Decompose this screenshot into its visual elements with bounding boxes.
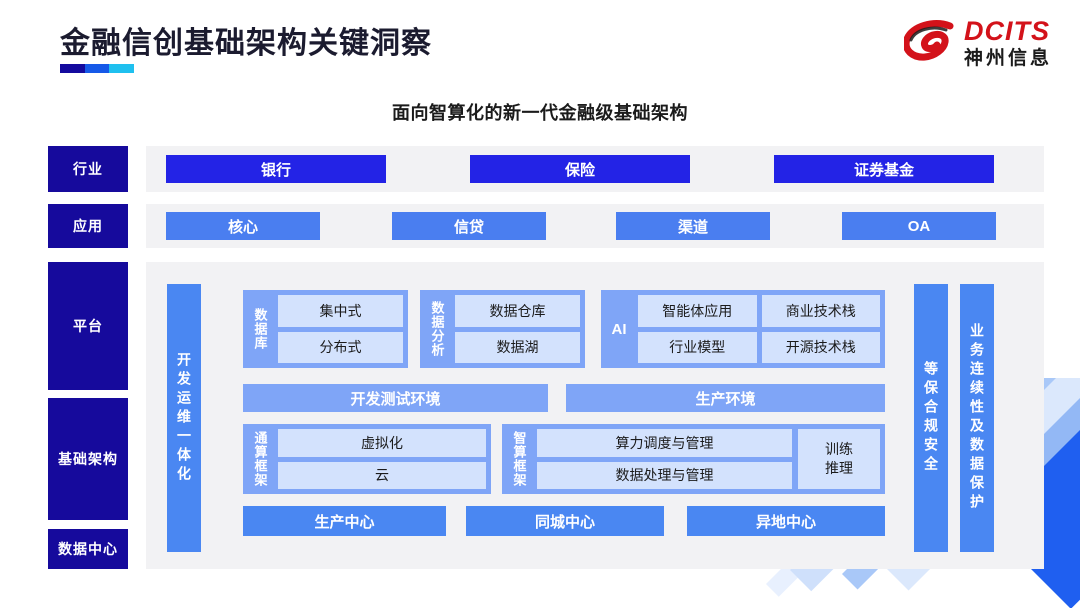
page-title: 金融信创基础架构关键洞察 [60, 27, 432, 60]
dcits-swoosh-icon [902, 19, 956, 67]
brand-text: DCITS 神州信息 [963, 16, 1052, 69]
vertical-bar-compliance-security: 等保合规安全 [914, 284, 948, 552]
data-analysis-item-lake[interactable]: 数据湖 [455, 331, 580, 363]
title-accent-bar [60, 64, 135, 73]
vertical-bar-business-continuity: 业务连续性及数据保护 [960, 284, 994, 552]
data-analysis-item-warehouse[interactable]: 数据仓库 [455, 295, 580, 327]
environment-dev-test[interactable]: 开发测试环境 [243, 384, 548, 412]
group-label-smart-compute: 智算框架 [511, 431, 527, 487]
group-ai: AI 智能体应用 商业技术栈 行业模型 开源技术栈 [601, 290, 885, 368]
smart-compute-item-train-infer[interactable]: 训练 推理 [798, 429, 880, 489]
application-item-channel[interactable]: 渠道 [616, 212, 770, 240]
layer-label-application: 应用 [48, 204, 128, 248]
database-item-centralized[interactable]: 集中式 [278, 295, 403, 327]
train-label: 训练 [825, 441, 853, 458]
industry-item-insurance[interactable]: 保险 [470, 155, 690, 183]
group-items-ai: 智能体应用 商业技术栈 行业模型 开源技术栈 [638, 295, 880, 363]
smart-compute-item-compute-scheduling[interactable]: 算力调度与管理 [537, 429, 792, 457]
general-compute-item-virtualization[interactable]: 虚拟化 [278, 429, 486, 457]
brand-name-en: DCITS [963, 16, 1050, 46]
group-items-data-analysis: 数据仓库 数据湖 [455, 295, 580, 363]
smart-compute-item-data-processing[interactable]: 数据处理与管理 [537, 461, 792, 489]
group-database: 数据库 集中式 分布式 [243, 290, 408, 368]
industry-item-securities-fund[interactable]: 证券基金 [774, 155, 994, 183]
database-item-distributed[interactable]: 分布式 [278, 331, 403, 363]
group-items-smart-compute: 算力调度与管理 数据处理与管理 [537, 429, 792, 489]
slide-header: 金融信创基础架构关键洞察 DCITS 神州信息 [0, 0, 1080, 88]
group-label-data-analysis: 数据分析 [429, 301, 445, 357]
accent-segment-3 [109, 64, 135, 73]
datacenter-item-remote[interactable]: 异地中心 [687, 506, 885, 536]
group-general-compute-framework: 通算框架 虚拟化 云 [243, 424, 491, 494]
application-item-credit[interactable]: 信贷 [392, 212, 546, 240]
application-item-oa[interactable]: OA [842, 212, 996, 240]
group-smart-compute-framework: 智算框架 算力调度与管理 数据处理与管理 训练 推理 [502, 424, 885, 494]
layer-label-industry: 行业 [48, 146, 128, 192]
ai-item-agent-application[interactable]: 智能体应用 [638, 295, 757, 327]
layer-label-infrastructure: 基础架构 [48, 398, 128, 520]
industry-item-bank[interactable]: 银行 [166, 155, 386, 183]
environment-production[interactable]: 生产环境 [566, 384, 885, 412]
group-label-general-compute: 通算框架 [252, 431, 268, 487]
group-data-analysis: 数据分析 数据仓库 数据湖 [420, 290, 585, 368]
group-items-database: 集中式 分布式 [278, 295, 403, 363]
ai-item-industry-model[interactable]: 行业模型 [638, 331, 757, 363]
layer-label-datacenter: 数据中心 [48, 529, 128, 569]
layer-label-platform: 平台 [48, 262, 128, 390]
diagram-subtitle: 面向智算化的新一代金融级基础架构 [392, 103, 688, 123]
group-label-ai: AI [611, 320, 627, 338]
ai-item-commercial-stack[interactable]: 商业技术栈 [761, 295, 880, 327]
brand-logo: DCITS 神州信息 [902, 16, 1052, 69]
group-label-database: 数据库 [252, 308, 268, 350]
accent-segment-2 [84, 64, 110, 73]
group-items-general-compute: 虚拟化 云 [278, 429, 486, 489]
general-compute-item-cloud[interactable]: 云 [278, 461, 486, 489]
application-item-core[interactable]: 核心 [166, 212, 320, 240]
ai-item-opensource-stack[interactable]: 开源技术栈 [761, 331, 880, 363]
datacenter-item-production[interactable]: 生产中心 [243, 506, 446, 536]
infer-label: 推理 [825, 460, 853, 476]
brand-name-cn: 神州信息 [963, 48, 1052, 69]
vertical-bar-devops: 开发运维一体化 [167, 284, 201, 552]
accent-segment-1 [60, 64, 85, 73]
datacenter-item-metro[interactable]: 同城中心 [466, 506, 664, 536]
